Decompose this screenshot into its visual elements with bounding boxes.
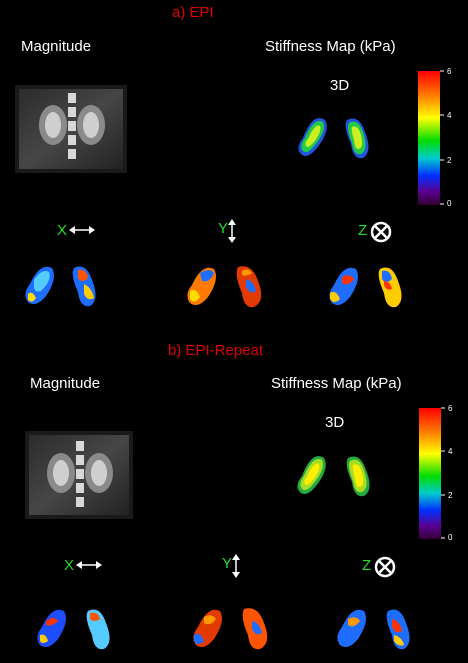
panel-a-colorbar-tick-6: 6	[447, 67, 452, 76]
panel-b-into-page-icon	[374, 556, 396, 578]
panel-b-colorbar-tick-2: 2	[448, 491, 453, 500]
panel-a-title: a) EPI	[172, 4, 214, 21]
panel-b-3d-stiffness-map	[297, 456, 370, 497]
panel-a-y-component-map	[187, 266, 262, 308]
panel-a-double-arrow-vertical-icon	[228, 219, 236, 243]
panel-b-z-component-map	[337, 609, 410, 650]
panel-a-magnitude-label: Magnitude	[21, 38, 92, 55]
panel-b-double-arrow-vertical-icon	[232, 554, 240, 578]
panel-b-x-component-map	[37, 609, 110, 650]
panel-a-colorbar-tick-0: 0	[447, 199, 452, 208]
panel-a-3d-label: 3D	[330, 77, 350, 94]
panel-a-axis-y-label: Y	[218, 220, 229, 237]
panel-a-axis-z-label: Z	[358, 222, 368, 239]
panel-b-colorbar-tick-6: 6	[448, 404, 453, 413]
panel-b-title: b) EPI-Repeat	[168, 342, 264, 359]
panel-a-colorbar-tick-4: 4	[447, 111, 452, 120]
panel-a-x-component-map	[25, 266, 96, 307]
panel-b-stiffness-label: Stiffness Map (kPa)	[271, 375, 402, 392]
panel-b-colorbar-tick-4: 4	[448, 447, 453, 456]
panel-a-colorbar	[418, 70, 444, 205]
panel-b-axis-z-label: Z	[362, 557, 372, 574]
panel-b-double-arrow-horizontal-icon	[76, 561, 102, 569]
panel-b-axis-x-label: X	[64, 557, 75, 574]
panel-a-into-page-icon	[370, 221, 392, 243]
panel-b-y-component-map	[193, 608, 268, 650]
panel-b-colorbar-tick-0: 0	[448, 533, 453, 542]
panel-b-3d-label: 3D	[325, 414, 345, 431]
panel-a-stiffness-label: Stiffness Map (kPa)	[265, 38, 396, 55]
panel-b-axis-y-label: Y	[222, 555, 233, 572]
panel-a-double-arrow-horizontal-icon	[69, 226, 95, 234]
panel-a-axis-x-label: X	[57, 222, 68, 239]
panel-b-colorbar	[419, 407, 445, 539]
panel-a-magnitude-image	[15, 85, 127, 173]
panel-b-magnitude-label: Magnitude	[30, 375, 101, 392]
panel-b-magnitude-image	[25, 431, 133, 519]
panel-a-z-component-map	[329, 267, 402, 308]
panel-a-colorbar-tick-2: 2	[447, 156, 452, 165]
panel-a-3d-stiffness-map	[298, 118, 369, 159]
